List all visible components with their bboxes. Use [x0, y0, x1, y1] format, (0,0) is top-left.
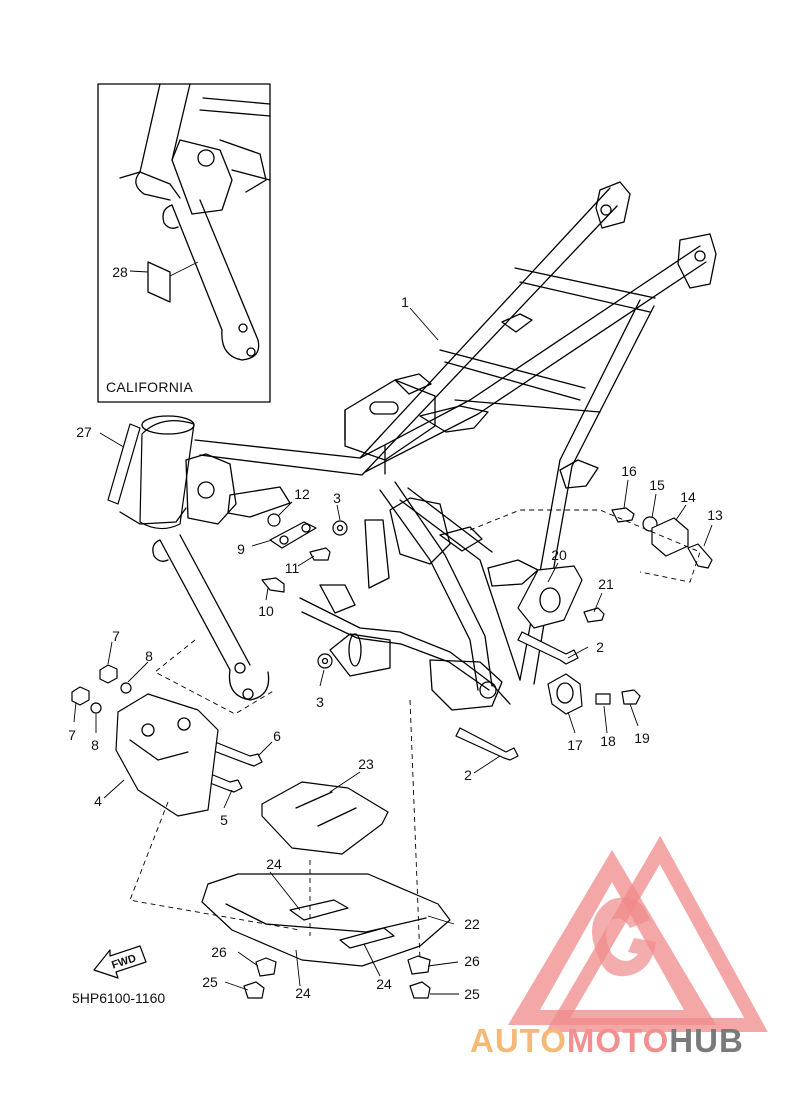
fwd-arrow-icon	[93, 945, 147, 979]
callout-19: 19	[634, 730, 650, 746]
callout-18: 18	[600, 733, 616, 749]
callout-14: 14	[680, 489, 696, 505]
watermark-text: AUTOMOTOHUB	[470, 1022, 744, 1060]
callout-28: 28	[112, 264, 128, 280]
callout-13: 13	[707, 507, 723, 523]
callout-21: 21	[598, 576, 614, 592]
callout-3: 3	[333, 490, 341, 506]
automotohub-logo	[508, 835, 768, 1032]
watermark-auto: AUTO	[470, 1022, 567, 1059]
skid-plate	[201, 781, 451, 967]
callout-9: 9	[237, 541, 245, 557]
callout-24: 24	[295, 985, 311, 1001]
callout-2: 2	[464, 767, 472, 783]
callout-22: 22	[464, 916, 480, 932]
callout-24: 24	[266, 856, 282, 872]
callout-8: 8	[145, 648, 153, 664]
callout-26: 26	[211, 944, 227, 960]
alignment-lines	[129, 509, 701, 961]
callout-24: 24	[376, 976, 392, 992]
callout-5: 5	[220, 812, 228, 828]
callout-10: 10	[258, 603, 274, 619]
callout-26: 26	[464, 953, 480, 969]
callout-20: 20	[551, 547, 567, 563]
callout-16: 16	[621, 463, 637, 479]
callout-25: 25	[464, 986, 480, 1002]
callout-7: 7	[112, 628, 120, 644]
callout-1: 1	[401, 294, 409, 310]
diagram-code: 5HP6100-1160	[72, 990, 166, 1006]
callout-11: 11	[284, 560, 300, 576]
callout-4: 4	[94, 793, 102, 809]
callout-27: 27	[76, 424, 92, 440]
callout-23: 23	[358, 756, 374, 772]
california-inset	[97, 83, 271, 403]
watermark-hub: HUB	[669, 1022, 744, 1059]
callout-12: 12	[294, 486, 310, 502]
callout-17: 17	[567, 737, 583, 753]
callout-6: 6	[273, 728, 281, 744]
callout-25: 25	[202, 974, 218, 990]
watermark-moto: MOTO	[566, 1022, 670, 1059]
california-label: CALIFORNIA	[106, 379, 194, 395]
callout-8: 8	[91, 737, 99, 753]
callout-15: 15	[649, 477, 665, 493]
callout-7: 7	[68, 727, 76, 743]
leader-lines	[73, 307, 713, 995]
main-frame	[119, 181, 717, 711]
callout-3: 3	[316, 694, 324, 710]
engine-bracket	[115, 693, 219, 817]
callout-2: 2	[596, 639, 604, 655]
